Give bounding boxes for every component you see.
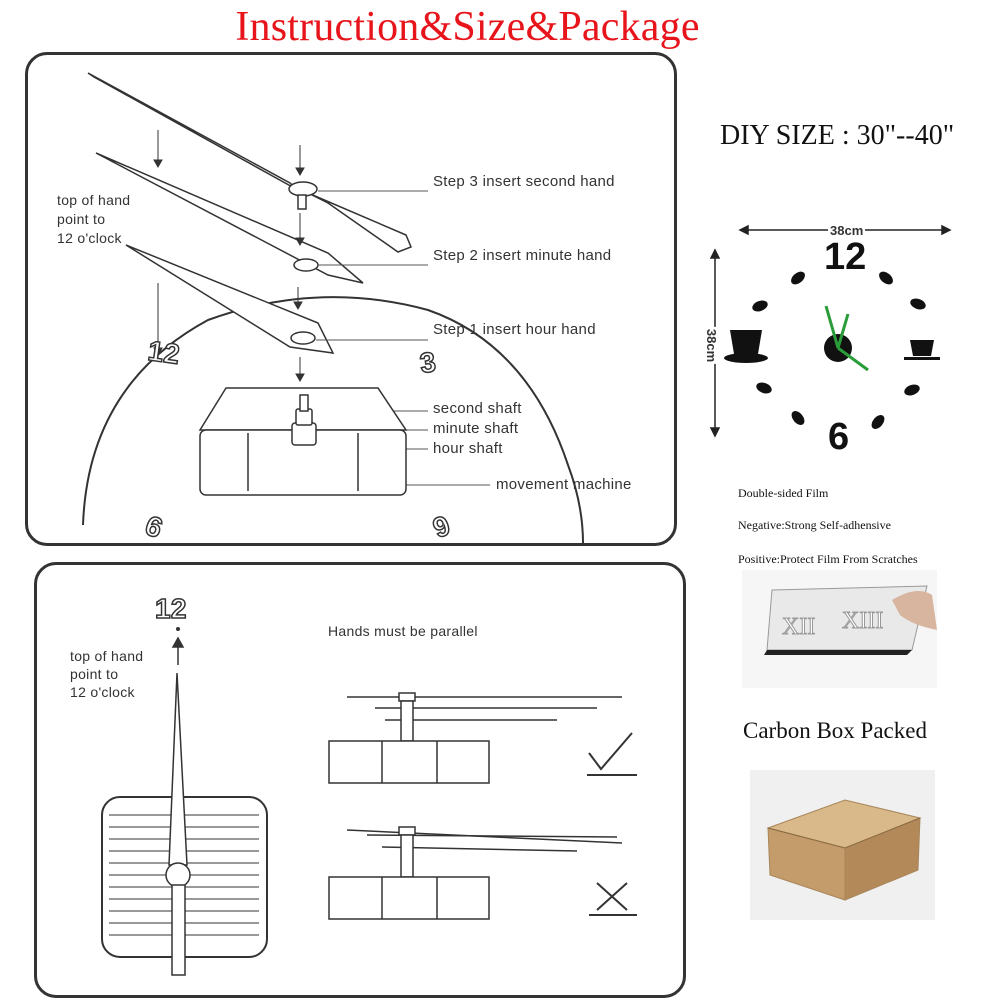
step1-label: Step 1 insert hour hand: [433, 321, 596, 338]
carbon-box-label: Carbon Box Packed: [743, 718, 927, 743]
svg-text:XII: XII: [782, 614, 815, 640]
numeral-12-top: 12: [154, 592, 187, 625]
clock-numeral-12: 12: [824, 236, 867, 278]
film-positive: Positive:Protect Film From Scratches: [738, 552, 918, 566]
parallel-label: Hands must be parallel: [328, 623, 478, 639]
numeral-12: 12: [145, 334, 182, 371]
minute-hand: [95, 152, 364, 284]
coffee-cup-left: [724, 330, 768, 363]
film-title: Double-sided Film: [738, 486, 829, 500]
film-numeral-outlines: XII XIII: [782, 608, 884, 641]
step3-label: Step 3 insert second hand: [433, 173, 615, 190]
film-negative: Negative:Strong Self-adhensive: [738, 518, 891, 532]
vertical-hand: [165, 672, 191, 976]
top-of-hand-note-2: top of hand point to 12 o'clock: [70, 647, 143, 701]
width-dimension: 38cm: [828, 223, 866, 238]
movement-label: movement machine: [496, 476, 632, 493]
note-line-2: point to: [57, 211, 106, 227]
note-line-1: top of hand: [57, 192, 131, 208]
second-shaft-label: second shaft: [433, 400, 522, 417]
clock-hands: [824, 305, 869, 372]
clock-numeral-6: 6: [828, 416, 850, 458]
coffee-cup-right: [904, 340, 940, 360]
movement-machine: [198, 387, 408, 496]
note2-line-3: 12 o'clock: [70, 684, 135, 700]
film-photo: XII XIII: [742, 570, 937, 688]
hand-photo: [892, 591, 937, 630]
svg-text:XIII: XIII: [842, 608, 883, 634]
installation-diagram: [82, 72, 584, 543]
page-title: Instruction&Size&Package: [235, 4, 700, 50]
note-line-3: 12 o'clock: [57, 230, 122, 246]
installation-steps-panel: top of hand point to 12 o'clock Step 3 i…: [25, 52, 677, 546]
check-icon: [588, 732, 633, 771]
note2-line-1: top of hand: [70, 648, 144, 664]
height-dimension: 38cm: [704, 326, 720, 365]
incorrect-hands-view: [328, 826, 623, 920]
cross-icon: [589, 882, 637, 916]
hour-hand: [125, 244, 335, 354]
up-arrow: [171, 636, 185, 665]
clock-face-outline: [82, 296, 584, 543]
coffee-bean-markers: [752, 271, 926, 429]
alignment-diagram: [101, 627, 637, 976]
step2-label: Step 2 insert minute hand: [433, 247, 612, 264]
hour-shaft-label: hour shaft: [433, 440, 503, 457]
clock-size-diagram: [700, 218, 962, 473]
top-of-hand-note: top of hand point to 12 o'clock: [57, 191, 130, 248]
carbon-box-photo: [750, 770, 935, 920]
note2-line-2: point to: [70, 666, 119, 682]
diy-size-label: DIY SIZE : 30"--40": [720, 120, 955, 151]
second-hand: [87, 72, 412, 253]
insert-arrows: [153, 130, 305, 383]
minute-shaft-label: minute shaft: [433, 420, 519, 437]
correct-hands-view: [328, 692, 622, 784]
alignment-panel: 12 top of hand point to 12 o'clock Hands…: [34, 562, 686, 998]
